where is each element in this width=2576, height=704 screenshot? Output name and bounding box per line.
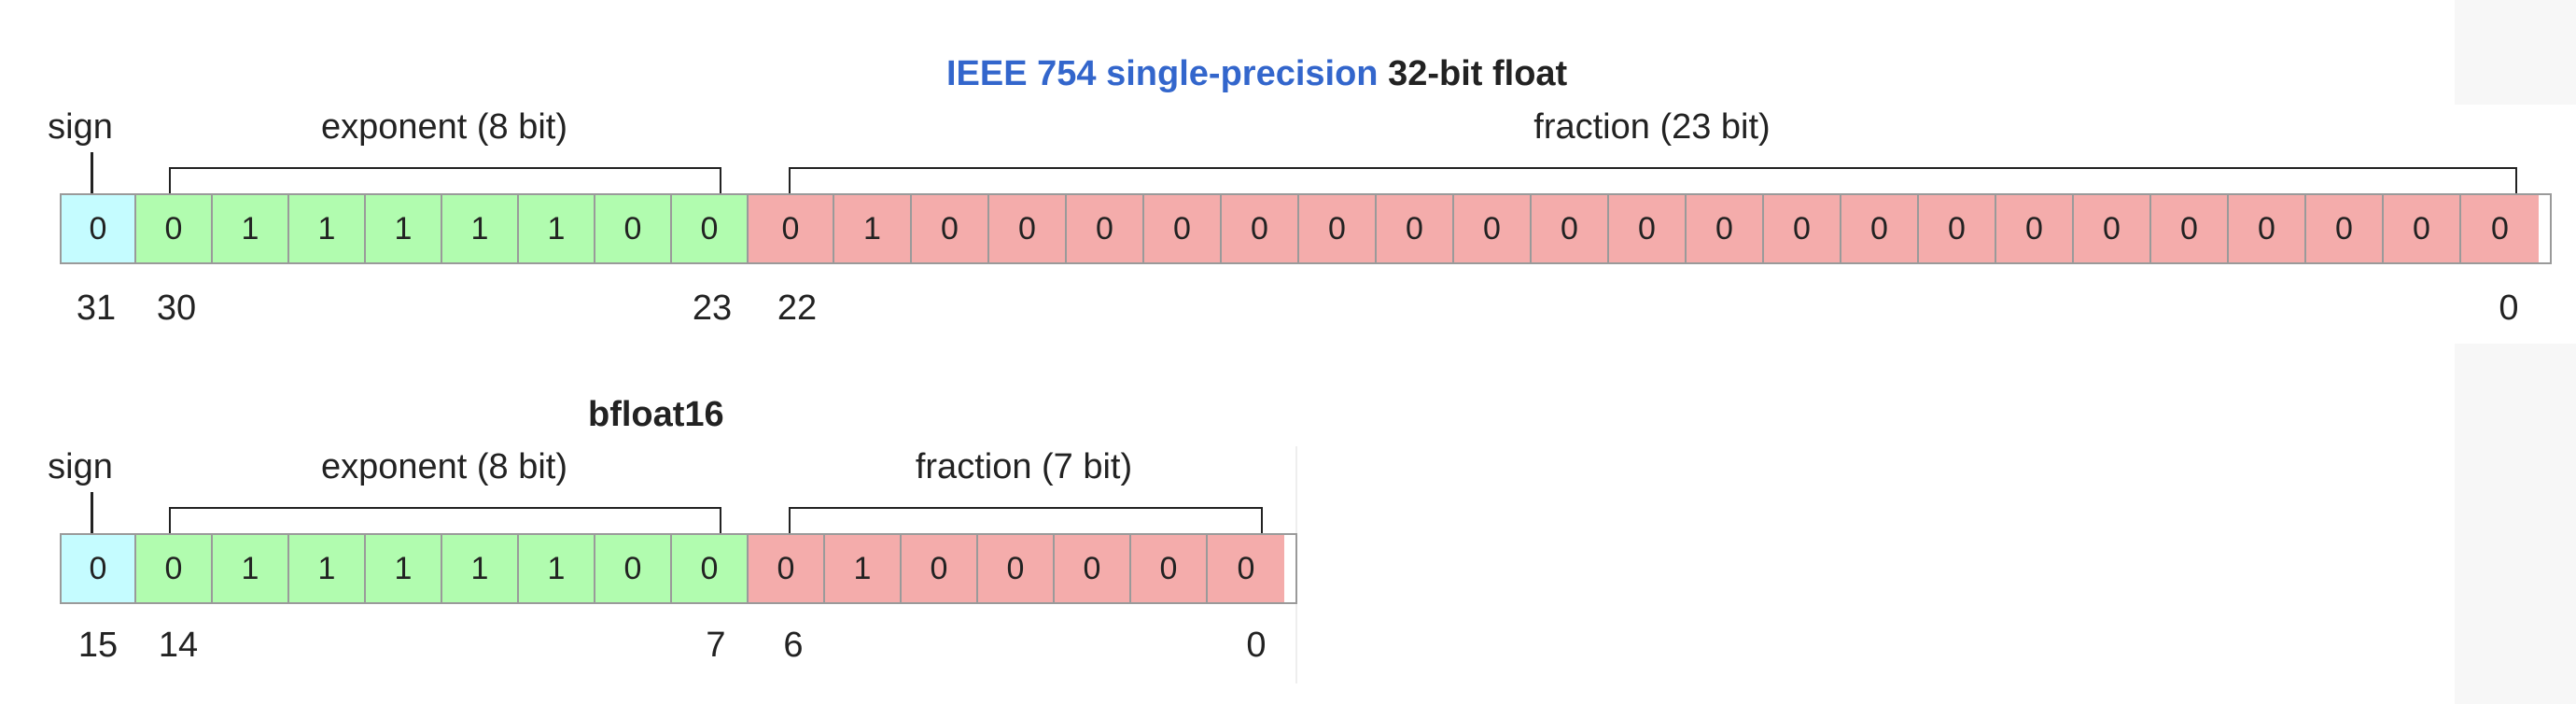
bit-index-label: 15 [77, 626, 119, 665]
exponent-bit-cell: 1 [366, 535, 442, 602]
exponent-bit-cell: 1 [519, 535, 595, 602]
fraction-bit-cell: 0 [1919, 195, 1996, 262]
diagram-title: bfloat16 [588, 397, 724, 432]
exponent-bit-cell: 1 [366, 195, 442, 262]
exponent-bit-cell: 1 [289, 195, 366, 262]
exponent-bit-cell: 1 [213, 535, 289, 602]
exponent-bit-cell: 1 [289, 535, 366, 602]
sign-marker [91, 492, 93, 535]
sign-label: sign [48, 447, 113, 486]
fraction-bit-cell: 0 [2074, 195, 2151, 262]
exponent-bit-cell: 0 [672, 535, 749, 602]
bit-index-label: 6 [783, 626, 804, 665]
exponent-bit-cell: 0 [136, 535, 213, 602]
fraction-bit-cell: 0 [749, 535, 825, 602]
bit-index-label: 14 [158, 626, 199, 665]
fraction-bit-cell: 0 [1764, 195, 1841, 262]
bit-index-label: 30 [156, 289, 197, 328]
exponent-bit-cell: 0 [672, 195, 749, 262]
fraction-bracket [789, 167, 2517, 195]
page-margin-strip [2455, 0, 2576, 105]
fraction-bit-cell: 0 [989, 195, 1067, 262]
fraction-bit-cell: 0 [912, 195, 989, 262]
bit-index-label: 0 [2499, 289, 2519, 328]
exponent-bit-cell: 1 [213, 195, 289, 262]
exponent-bracket [169, 167, 721, 195]
fraction-bit-cell: 0 [1996, 195, 2074, 262]
fraction-bit-cell: 0 [1208, 535, 1284, 602]
fraction-bit-cell: 0 [1144, 195, 1222, 262]
fraction-bit-cell: 0 [2151, 195, 2229, 262]
bit-index-label: 7 [706, 626, 726, 665]
fraction-bit-cell: 0 [1222, 195, 1299, 262]
exponent-bit-cell: 0 [136, 195, 213, 262]
fraction-bit-cell: 0 [1687, 195, 1764, 262]
exponent-bit-cell: 1 [442, 195, 519, 262]
bit-index-label: 22 [777, 289, 818, 328]
fraction-bit-cell: 0 [2384, 195, 2461, 262]
fraction-bit-cell: 0 [749, 195, 834, 262]
bit-row: 0 0 1 1 1 1 1 0 0 0 1 0 0 0 0 0 [60, 533, 1297, 604]
sign-bit-cell: 0 [62, 195, 136, 262]
exponent-bit-cell: 1 [442, 535, 519, 602]
sign-bit-cell: 0 [62, 535, 136, 602]
title-text: 32-bit float [1378, 54, 1568, 93]
exponent-label: exponent (8 bit) [320, 107, 568, 147]
fraction-bit-cell: 1 [834, 195, 912, 262]
diagram-title: IEEE 754 single-precision 32-bit float [946, 56, 1567, 92]
exponent-label: exponent (8 bit) [320, 447, 568, 486]
fraction-bit-cell: 0 [1609, 195, 1687, 262]
fraction-bit-cell: 0 [1131, 535, 1208, 602]
fraction-bit-cell: 0 [1299, 195, 1377, 262]
fraction-bit-cell: 0 [1067, 195, 1144, 262]
fraction-bracket [789, 507, 1263, 535]
fraction-bit-cell: 0 [1055, 535, 1131, 602]
fraction-label: fraction (23 bit) [1533, 107, 1771, 147]
fraction-bit-cell: 0 [1532, 195, 1609, 262]
exponent-bit-cell: 0 [595, 195, 672, 262]
sign-marker [91, 152, 93, 195]
bit-index-label: 23 [692, 289, 733, 328]
fraction-bit-cell: 0 [1841, 195, 1919, 262]
exponent-bit-cell: 1 [519, 195, 595, 262]
fraction-bit-cell: 0 [2229, 195, 2306, 262]
fraction-bit-cell: 0 [2306, 195, 2384, 262]
fraction-bit-cell: 0 [978, 535, 1055, 602]
bit-index-label: 0 [1246, 626, 1267, 665]
sign-label: sign [48, 107, 113, 147]
title-text: bfloat16 [588, 395, 724, 434]
bit-row: 0 0 1 1 1 1 1 0 0 0 1 0 0 0 0 0 0 0 0 0 … [60, 193, 2552, 264]
fraction-bit-cell: 0 [2461, 195, 2539, 262]
bit-index-label: 31 [76, 289, 117, 328]
exponent-bit-cell: 0 [595, 535, 672, 602]
fraction-bit-cell: 0 [902, 535, 978, 602]
fraction-bit-cell: 1 [825, 535, 902, 602]
fraction-bit-cell: 0 [1454, 195, 1532, 262]
fraction-bit-cell: 0 [1377, 195, 1454, 262]
title-link[interactable]: IEEE 754 single-precision [946, 54, 1379, 93]
exponent-bracket [169, 507, 721, 535]
page-margin-strip [2455, 344, 2576, 704]
fraction-label: fraction (7 bit) [915, 447, 1133, 486]
